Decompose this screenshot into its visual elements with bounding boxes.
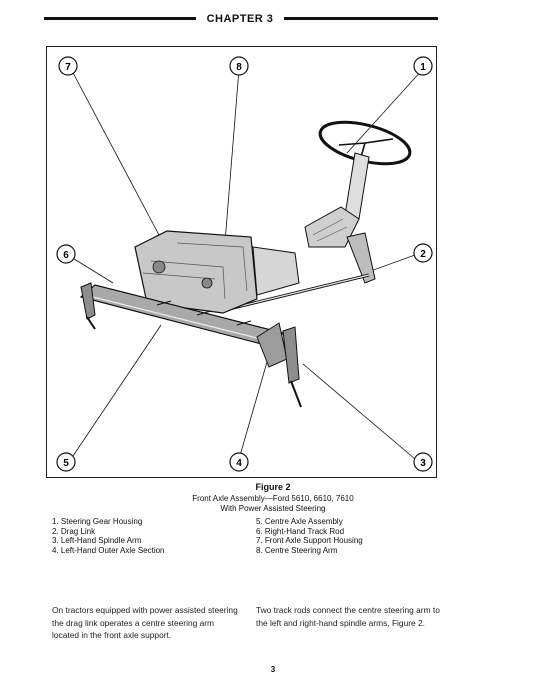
svg-text:1: 1 xyxy=(420,62,426,73)
callout-2: 2 xyxy=(413,243,433,263)
chapter-header: CHAPTER 3 xyxy=(44,12,438,26)
leader-line-7 xyxy=(70,68,160,236)
left-spindle-arm xyxy=(290,380,302,408)
right-spindle xyxy=(80,282,96,320)
body-paragraph-right: Two track rods connect the centre steeri… xyxy=(256,605,440,628)
leader-line-5 xyxy=(70,324,162,460)
legend-item: 4. Left-Hand Outer Axle Section xyxy=(52,545,165,555)
legend-item: 5. Centre Axle Assembly xyxy=(256,517,343,526)
leader-line-6 xyxy=(70,256,114,284)
svg-text:5: 5 xyxy=(63,458,69,469)
header-rule-left xyxy=(44,17,196,20)
callout-5: 5 xyxy=(56,452,76,472)
callout-3: 3 xyxy=(413,452,433,472)
front-axle-illustration xyxy=(70,68,424,460)
legend-item: 8. Centre Steering Arm xyxy=(256,545,338,555)
left-spindle xyxy=(282,326,300,384)
figure-caption-line-1: Front Axle Assembly—Ford 5610, 6610, 761… xyxy=(192,494,354,503)
svg-text:4: 4 xyxy=(236,458,242,469)
callout-6: 6 xyxy=(56,244,76,264)
legend-item: 7. Front Axle Support Housing xyxy=(256,536,363,545)
legend-item: 1. Steering Gear Housing xyxy=(52,517,143,526)
steering-gear-housing xyxy=(304,206,360,248)
header-rule-right xyxy=(284,17,438,20)
leader-line-1 xyxy=(346,68,424,154)
chapter-title: CHAPTER 3 xyxy=(206,13,274,25)
callout-layer: 7 8 1 6 2 5 4 3 xyxy=(56,56,433,472)
drag-link-arm xyxy=(346,232,376,284)
support-housing-side xyxy=(252,246,300,296)
legend-item: 6. Right-Hand Track Rod xyxy=(256,526,345,536)
leader-line-3 xyxy=(302,363,416,460)
svg-text:2: 2 xyxy=(420,249,426,260)
figure-caption-line-2: With Power Assisted Steering xyxy=(220,504,326,513)
page-number: 3 xyxy=(270,665,276,674)
leader-line-4 xyxy=(238,361,268,460)
svg-text:6: 6 xyxy=(63,250,69,261)
callout-1: 1 xyxy=(413,56,433,76)
figure-caption-subtitle: Front Axle Assembly—Ford 5610, 6610, 761… xyxy=(0,494,546,514)
figure-caption-title: Figure 2 xyxy=(255,482,291,492)
callout-7: 7 xyxy=(58,56,78,76)
figure-frame xyxy=(46,46,437,478)
legend-left-column: 1. Steering Gear Housing 2. Drag Link 3.… xyxy=(52,517,165,555)
callout-8: 8 xyxy=(229,56,249,76)
svg-text:3: 3 xyxy=(420,458,426,469)
legend-right-column: 5. Centre Axle Assembly 6. Right-Hand Tr… xyxy=(256,517,363,555)
callout-4: 4 xyxy=(229,452,249,472)
legend-item: 2. Drag Link xyxy=(52,526,96,536)
svg-text:7: 7 xyxy=(65,62,71,73)
svg-text:8: 8 xyxy=(236,62,242,73)
legend-item: 3. Left-Hand Spindle Arm xyxy=(52,536,142,545)
body-paragraph-left: On tractors equipped with power assisted… xyxy=(52,605,238,640)
